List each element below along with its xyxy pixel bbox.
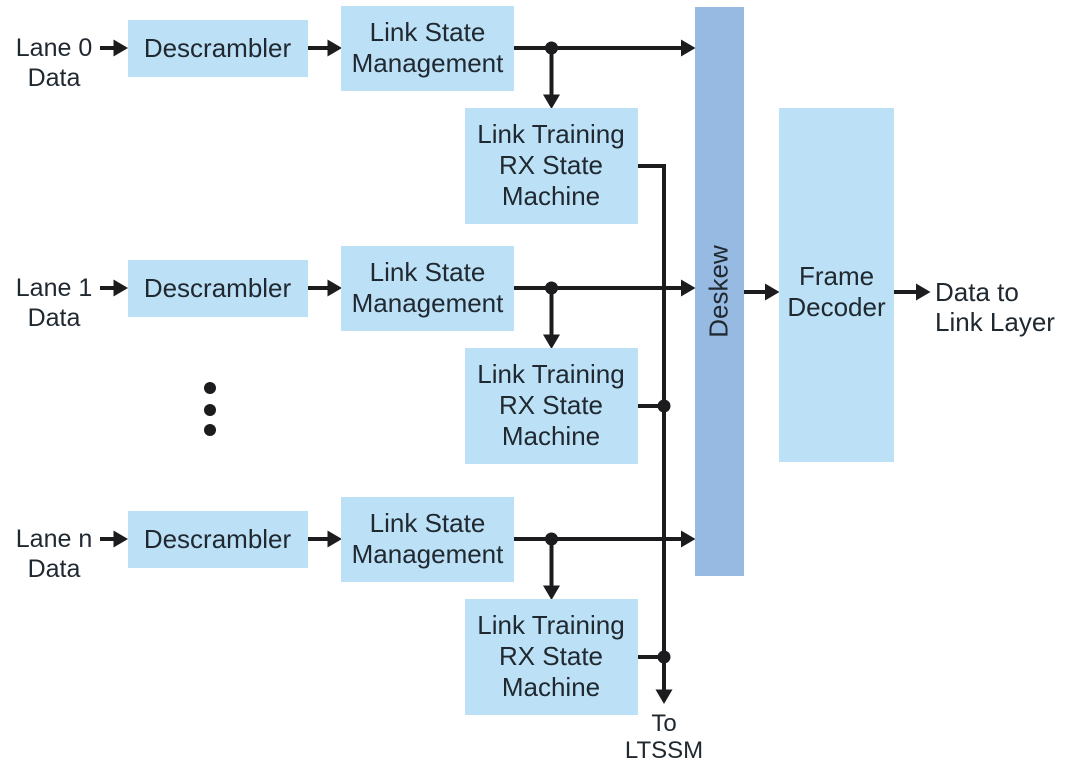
lane-n-connectors: [100, 530, 696, 664]
deskew-label: Deskew: [703, 245, 734, 338]
lane-n-link-state-management-block: Link State Management: [341, 496, 514, 582]
lane-n-link-training-rx-state-machine-block: Link Training RX State Machine: [464, 599, 638, 715]
data-to-link-layer-label: Data to Link Layer: [935, 277, 1055, 337]
lane-n-descrambler-block: Descrambler: [127, 510, 308, 568]
deskew-block: Deskew: [694, 6, 744, 576]
lane0-link-training-rx-state-machine-block: Link Training RX State Machine: [464, 108, 638, 224]
lane1-link-training-rx-state-machine-block: Link Training RX State Machine: [464, 348, 638, 464]
lane0-connectors: [100, 39, 696, 168]
lane0-link-state-management-block: Link State Management: [341, 5, 514, 91]
lane1-input-label: Lane 1 Data: [15, 274, 93, 332]
output-connectors: [744, 283, 931, 301]
lane0-input-label: Lane 0 Data: [15, 34, 93, 92]
lane-n-input-label: Lane n Data: [15, 525, 93, 583]
lane1-link-state-management-block: Link State Management: [341, 245, 514, 331]
frame-decoder-block: Frame Decoder: [779, 108, 894, 462]
to-ltssm-label: To LTSSM: [624, 710, 704, 764]
lane1-descrambler-block: Descrambler: [127, 259, 308, 317]
lane-ellipsis-icon: [204, 382, 216, 436]
ltssm-trunk-connector: [655, 164, 673, 704]
lane0-descrambler-block: Descrambler: [127, 19, 308, 77]
lane1-connectors: [100, 279, 696, 413]
